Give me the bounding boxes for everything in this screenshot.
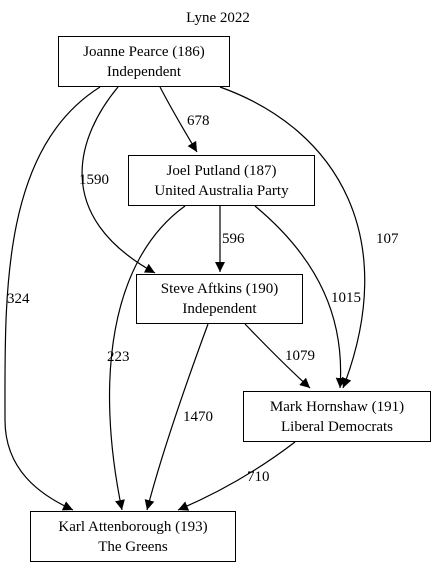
edge-joanne-steve [81, 86, 156, 274]
node-name: Joel Putland (187) [166, 162, 277, 179]
node-party: Independent [106, 63, 182, 80]
edge-mark-karl [177, 441, 296, 511]
edge-label-steve-karl: 1470 [183, 409, 213, 425]
edge-label-steve-mark: 1079 [285, 348, 315, 364]
node-name: Karl Attenborough (193) [58, 518, 208, 535]
edge-label-mark-karl: 710 [247, 469, 270, 485]
edge-label-joel-steve: 596 [222, 231, 245, 247]
edge-label-joel-karl: 223 [107, 349, 130, 365]
edge-label-joel-mark: 1015 [331, 290, 361, 306]
node-name: Mark Hornshaw (191) [269, 398, 405, 415]
node-karl-attenborough: Karl Attenborough (193) The Greens [30, 511, 236, 562]
edge-joanne-mark [219, 86, 366, 389]
node-party: Liberal Democrats [280, 418, 394, 435]
node-party: Independent [182, 301, 257, 317]
edge-joel-mark [254, 205, 346, 389]
diagram-title: Lyne 2022 [186, 10, 250, 26]
node-joel-putland: Joel Putland (187) United Australia Part… [128, 155, 315, 206]
edge-steve-karl [144, 323, 209, 511]
node-name: Steve Aftkins (190) [160, 281, 279, 297]
node-mark-hornshaw: Mark Hornshaw (191) Liberal Democrats [243, 391, 431, 442]
node-steve-aftkins: Steve Aftkins (190) Independent [136, 274, 303, 324]
edge-label-joanne-steve: 1590 [79, 172, 109, 188]
edge-joanne-joel [159, 86, 198, 153]
edge-label-joanne-karl: 324 [7, 291, 30, 307]
node-name: Joanne Pearce (186) [83, 43, 205, 60]
edge-label-joanne-mark: 107 [376, 231, 399, 247]
edge-steve-mark [244, 323, 311, 389]
edge-joel-karl [108, 205, 186, 511]
node-joanne-pearce: Joanne Pearce (186) Independent [58, 36, 230, 87]
edge-label-joanne-joel: 678 [187, 113, 210, 129]
edge-joanne-karl [4, 86, 101, 511]
node-party: United Australia Party [154, 182, 289, 199]
node-party: The Greens [98, 538, 168, 555]
